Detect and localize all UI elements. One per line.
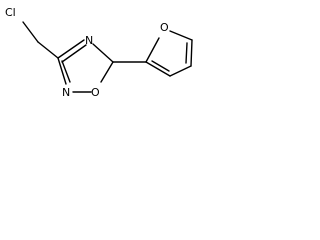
bond-c3-n4 xyxy=(57,39,85,59)
bond-n2-c3 xyxy=(57,57,67,85)
bond-c3-n4-double xyxy=(61,44,87,63)
bond-c5-o1 xyxy=(100,61,114,83)
chemical-structure: Cl N O N O xyxy=(5,6,193,99)
chloromethyl-group: Cl xyxy=(5,6,59,59)
atom-chlorine: Cl xyxy=(5,6,16,19)
bond-furan-c2-o1 xyxy=(145,37,160,63)
atom-ring-nitrogen-top: N xyxy=(85,34,93,47)
bond-cl-ch2 xyxy=(22,21,39,43)
bond-n2-c3-double xyxy=(61,60,71,83)
furan-ring: O xyxy=(145,21,193,77)
bond-furan-o1-c5 xyxy=(169,30,193,41)
bond-furan-c5-c4 xyxy=(190,39,193,67)
atom-furan-oxygen: O xyxy=(160,21,169,34)
bond-ch2-c3 xyxy=(37,41,59,59)
atom-ring-nitrogen-bottom: N xyxy=(62,86,70,99)
bond-furan-c3-c2-double xyxy=(151,60,170,72)
bond-furan-c5-c4-double xyxy=(185,42,188,64)
bond-n4-c5 xyxy=(92,43,114,63)
atom-ring-oxygen: O xyxy=(91,86,100,99)
bond-furan-c4-c3 xyxy=(169,65,192,77)
bond-furan-c3-c2 xyxy=(145,61,171,77)
oxadiazole-ring: N O N xyxy=(57,34,114,99)
